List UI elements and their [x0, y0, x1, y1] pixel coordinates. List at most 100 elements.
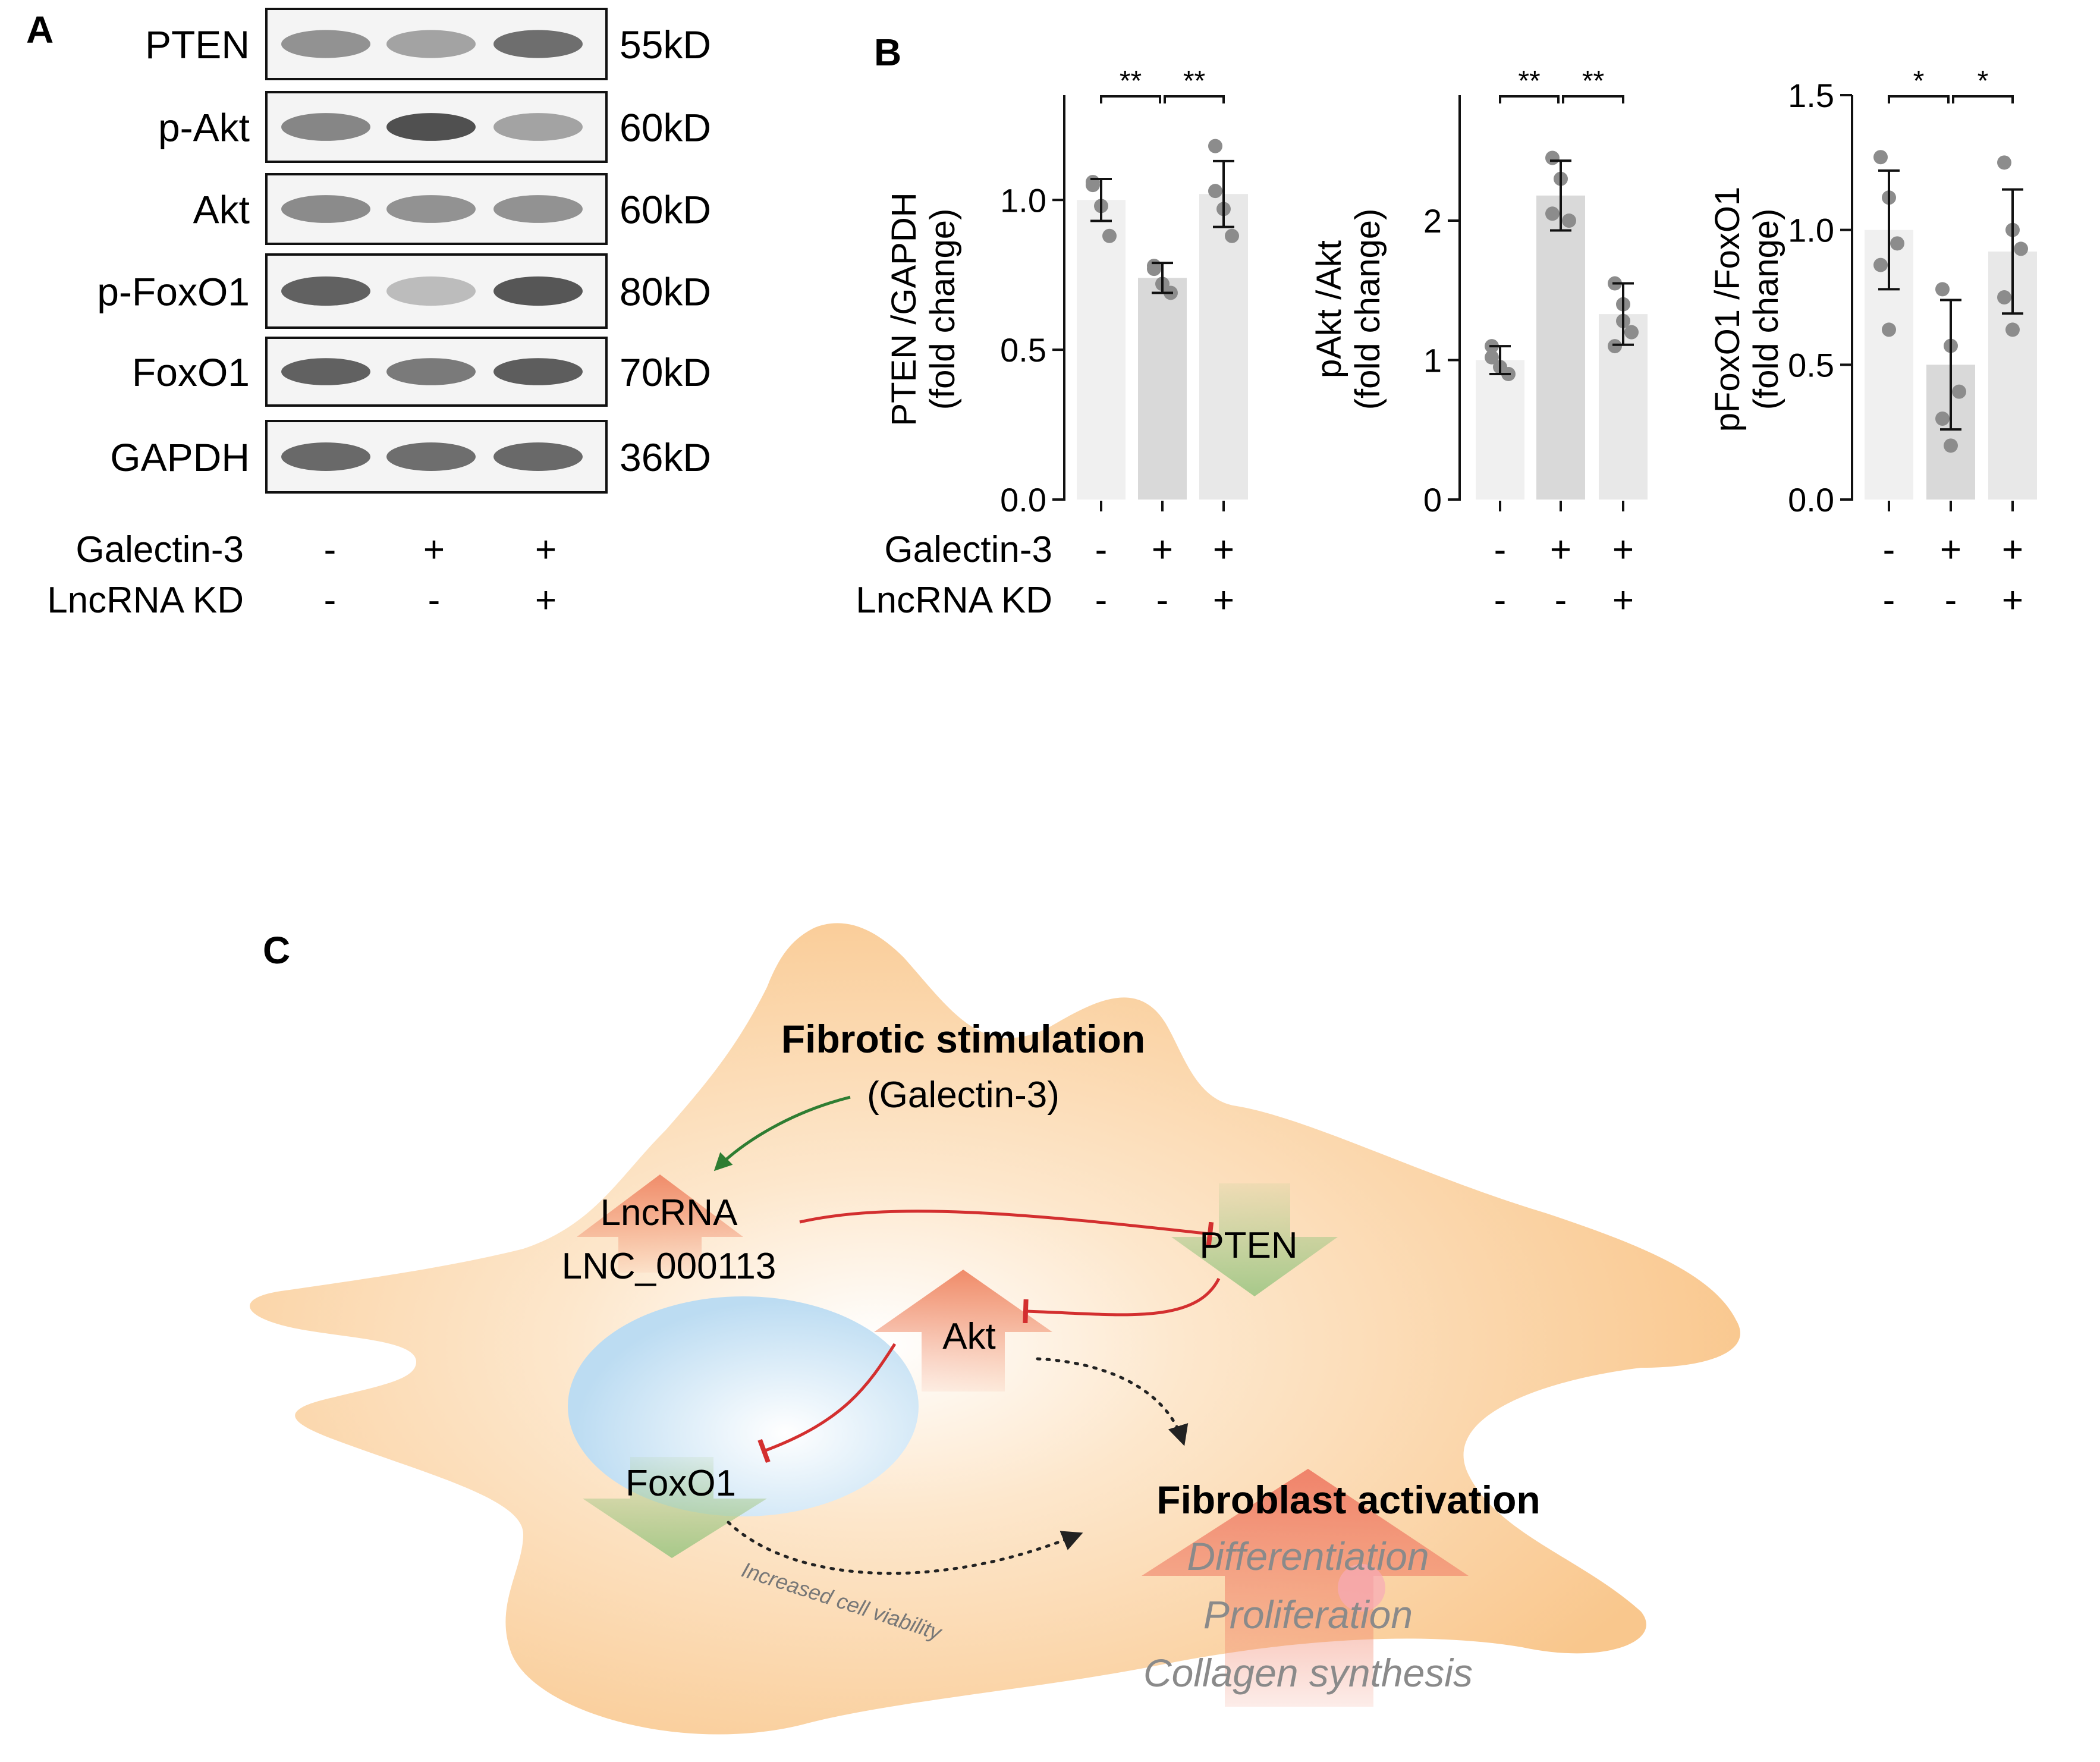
lncrna-id-label: LNC_000113 [562, 1246, 777, 1287]
akt-up-arrow-shape [874, 1270, 1052, 1392]
band-gapdh-lane-2 [386, 442, 476, 471]
condition-value: + [1152, 529, 1173, 570]
stimulus-title: Fibrotic stimulation [781, 1017, 1145, 1061]
data-point [1952, 384, 1966, 399]
condition-value: - [1494, 529, 1507, 570]
condition-value: - [1555, 580, 1567, 621]
bar-chart-1: PTEN /GAPDH(fold change)0.00.51.0**** [885, 65, 1248, 519]
blot-size-label: 80kD [620, 270, 711, 314]
data-point [1890, 236, 1904, 251]
band-p-foxo1-lane-1 [281, 276, 370, 306]
band-p-foxo1-lane-3 [493, 276, 583, 306]
y-tick-label: 0.5 [1000, 331, 1046, 369]
significance-bracket [1562, 95, 1624, 103]
band-pten-lane-2 [386, 30, 476, 58]
condition-value: + [2002, 580, 2023, 621]
data-point [1608, 339, 1622, 354]
lncrna-inhibits-pten [799, 1210, 1214, 1246]
blot-size-label: 36kD [620, 435, 711, 479]
y-tick-label: 0 [1423, 481, 1442, 519]
panel-a-conditions: Galectin-3-++LncRNA KD--+ [47, 529, 557, 621]
condition-value: - [324, 580, 337, 621]
akt-label: Akt [942, 1316, 996, 1357]
foxo1-down-arrow-shape [583, 1457, 767, 1558]
blot-protein-label: FoxO1 [132, 350, 250, 394]
outcome-collagen: Collagen synthesis [1143, 1651, 1473, 1695]
band-foxo1-lane-1 [281, 358, 370, 385]
activation-up-arrow-shape [1142, 1469, 1469, 1707]
band-p-akt-lane-1 [281, 113, 370, 141]
condition-label: LncRNA KD [856, 580, 1052, 621]
condition-value: + [423, 529, 445, 570]
band-p-akt-lane-2 [386, 113, 476, 141]
blot-protein-label: p-Akt [158, 106, 250, 150]
data-point [1225, 228, 1239, 243]
data-point [1208, 139, 1222, 153]
data-point [1147, 259, 1161, 274]
data-point [1997, 290, 2011, 304]
panel-b: B PTEN /GAPDH(fold change)0.00.51.0****p… [856, 31, 2037, 621]
foxo1-label: FoxO1 [625, 1463, 736, 1504]
pten-down-arrow-shape [1171, 1183, 1338, 1296]
foxo1-to-activation [727, 1521, 1083, 1575]
y-tick-label: 2 [1423, 202, 1442, 240]
blot-protein-label: Akt [193, 188, 250, 232]
condition-value: + [535, 580, 557, 621]
bar-1 [1476, 360, 1524, 500]
significance-bracket [1952, 95, 2014, 103]
bar-2 [1536, 195, 1585, 500]
band-gapdh-lane-3 [493, 442, 583, 471]
activation-title: Fibroblast activation [1156, 1478, 1540, 1522]
band-pten-lane-3 [493, 30, 583, 58]
bar-chart-3: pFoxO1 /FoxO1(fold change)0.00.51.01.5** [1708, 65, 2037, 519]
condition-label: LncRNA KD [47, 580, 244, 621]
bar-chart-2: pAkt /Akt(fold change) 0 1 2 ** ** [1310, 65, 1648, 519]
band-p-foxo1-lane-2 [386, 276, 476, 306]
condition-value: + [1213, 529, 1234, 570]
data-point [2005, 322, 2020, 337]
panel-a-label: A [26, 8, 54, 51]
panel-b-conditions: Galectin-3-++-++-++LncRNA KD--+--+--+ [856, 529, 2023, 621]
condition-value: + [535, 529, 557, 570]
y-tick-label: 1.0 [1000, 181, 1046, 219]
band-akt-lane-1 [281, 195, 370, 223]
data-point [1208, 184, 1222, 199]
condition-value: - [1095, 580, 1108, 621]
significance-label: ** [1518, 65, 1540, 97]
y-tick-label: 1 [1423, 342, 1442, 379]
data-point [1873, 150, 1888, 165]
y-axis-unit-label: (fold change) [1747, 209, 1785, 410]
significance-label: ** [1582, 65, 1604, 97]
significance-bracket [1164, 95, 1225, 103]
panel-c-label: C [263, 929, 290, 972]
blot-size-label: 55kD [620, 23, 711, 67]
band-pten-lane-1 [281, 30, 370, 58]
lncrna-up-arrow-shape [577, 1174, 743, 1273]
condition-value: + [1940, 529, 1961, 570]
significance-label: * [1978, 65, 1989, 97]
band-foxo1-lane-3 [493, 358, 583, 385]
significance-label: ** [1120, 65, 1142, 97]
condition-value: - [324, 529, 337, 570]
bar-1 [1077, 200, 1126, 500]
condition-value: + [1213, 580, 1234, 621]
y-tick-label: 1.5 [1788, 77, 1834, 114]
blot-protein-label: PTEN [145, 23, 250, 67]
condition-value: + [1550, 529, 1571, 570]
blot-protein-label: p-FoxO1 [97, 270, 250, 314]
blot-protein-label: GAPDH [110, 435, 250, 479]
y-tick-label: 1.0 [1788, 212, 1834, 249]
y-axis-unit-label: (fold change) [1348, 209, 1387, 410]
band-gapdh-lane-1 [281, 442, 370, 471]
y-tick-label: 0.0 [1000, 481, 1046, 519]
y-axis-unit-label: (fold change) [923, 209, 962, 410]
pten-label: PTEN [1199, 1225, 1297, 1266]
y-tick-label: 0.0 [1788, 481, 1834, 519]
data-point [1485, 350, 1499, 365]
blot-size-label: 70kD [620, 350, 711, 394]
y-axis-label: PTEN /GAPDH [885, 192, 923, 426]
data-point [1997, 155, 2011, 170]
y-axis-label: pAkt /Akt [1310, 240, 1348, 378]
